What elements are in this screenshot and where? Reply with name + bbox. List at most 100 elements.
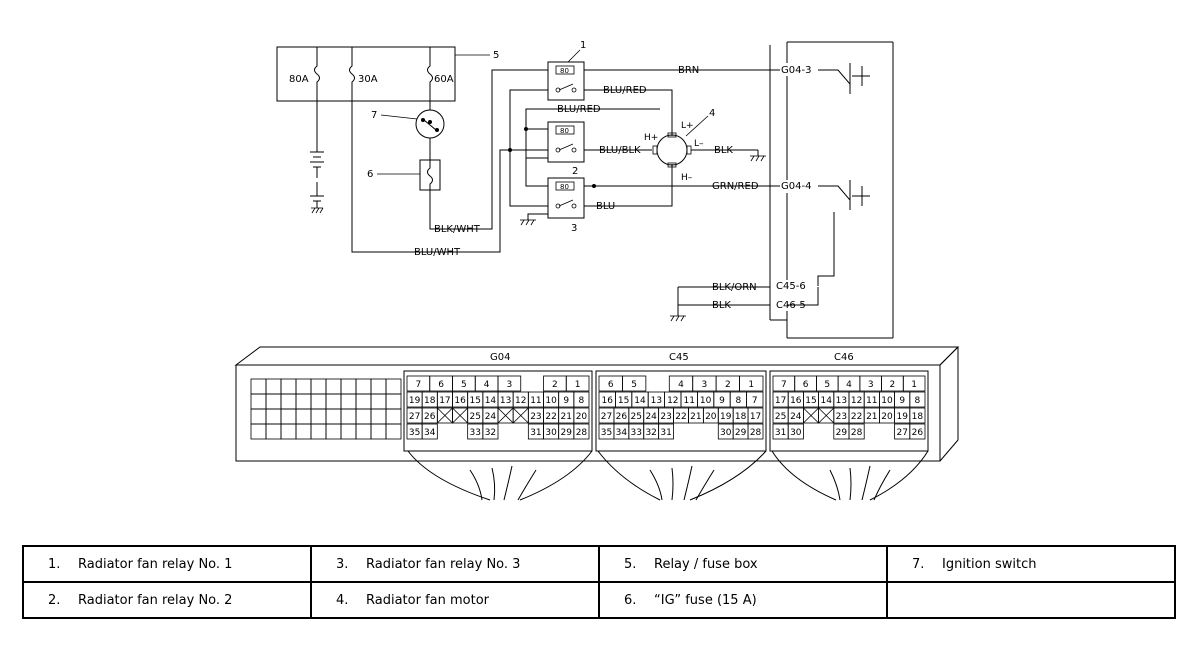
pin-label: 7 — [781, 380, 787, 390]
legend-cell — [886, 581, 1176, 619]
wiring-diagram: 80A 30A 60A 5 BLU/WHT 7 — [234, 40, 960, 501]
legend-text: Relay / fuse box — [654, 556, 758, 572]
pin-label: 23 — [836, 412, 847, 422]
pin-label: 23 — [660, 412, 671, 422]
callout-6: 6 — [367, 169, 373, 180]
pin-label: 12 — [515, 396, 526, 406]
wire-harness — [407, 450, 929, 501]
wire-label-blu-red-1: BLU/RED — [603, 85, 647, 96]
fuse-60a: 60A — [427, 47, 454, 101]
pin-label: 15 — [618, 396, 629, 406]
pin-label: 4 — [846, 380, 852, 390]
legend-text: “IG” fuse (15 A) — [654, 592, 757, 608]
pin-label: 33 — [470, 428, 481, 438]
pin-label: 7 — [416, 380, 422, 390]
pin-label: 1 — [575, 380, 581, 390]
legend-text: Radiator fan motor — [366, 592, 489, 608]
relay-1: 80 — [547, 61, 585, 101]
wire-label-blk-ecm: BLK — [712, 300, 731, 311]
pin-label: 18 — [424, 396, 436, 406]
motor-terminal-h-minus: H– — [681, 173, 693, 183]
wire-label-blk-wht: BLK/WHT — [434, 224, 481, 235]
pin-label: 6 — [608, 380, 614, 390]
pin-label: 22 — [851, 412, 862, 422]
pin-label: 22 — [675, 412, 686, 422]
pin-label: 29 — [735, 428, 747, 438]
callout-2: 2 — [572, 166, 578, 177]
pin-label: 21 — [561, 412, 572, 422]
legend-cell: 6. “IG” fuse (15 A) — [598, 581, 888, 619]
ecm-terminal-c45-6: C45-6 — [776, 281, 806, 292]
pin-label: 16 — [790, 396, 802, 406]
legend-row: 1.Radiator fan relay No. 1 3. Radiator fan… — [22, 545, 1176, 583]
pin-label: 6 — [803, 380, 809, 390]
legend-number: 5. — [624, 556, 637, 572]
pin-label: 26 — [912, 428, 924, 438]
pin-label: 31 — [660, 428, 671, 438]
pin-label: 19 — [409, 396, 421, 406]
pin-label: 34 — [616, 428, 628, 438]
radiator-fan-motor-symbol: H+ L+ L– H– — [644, 121, 704, 183]
pin-label: 4 — [678, 380, 684, 390]
pin-label: 31 — [775, 428, 786, 438]
callout-3: 3 — [571, 223, 577, 234]
pin-label: 30 — [545, 428, 557, 438]
pin-label: 29 — [561, 428, 573, 438]
legend-cell: 5. Relay / fuse box — [598, 545, 888, 583]
pin-label: 7 — [752, 396, 758, 406]
fuse-30a: 30A — [349, 47, 378, 101]
pin-label: 23 — [530, 412, 541, 422]
pin-label: 19 — [720, 412, 732, 422]
legend-number: 3. — [336, 556, 349, 572]
pin-label: 32 — [645, 428, 656, 438]
pin-label: 14 — [485, 396, 497, 406]
wire-label-blu-blk: BLU/BLK — [599, 145, 641, 156]
legend-text: Ignition switch — [942, 556, 1037, 572]
pin-label: 11 — [530, 396, 541, 406]
pin-label: 15 — [805, 396, 816, 406]
pin-label: 2 — [725, 380, 731, 390]
pin-label: 8 — [579, 396, 585, 406]
pin-label: 5 — [631, 380, 637, 390]
pin-label: 35 — [601, 428, 612, 438]
pin-label: 11 — [866, 396, 877, 406]
pin-label: 20 — [881, 412, 893, 422]
pin-label: 25 — [470, 412, 481, 422]
pin-label: 3 — [702, 380, 708, 390]
pin-label: 24 — [645, 412, 657, 422]
wire-label-blu-red-2: BLU/RED — [557, 104, 601, 115]
legend-cell: 4.Radiator fan motor — [310, 581, 600, 619]
pin-label: 8 — [736, 396, 742, 406]
transistor-2 — [818, 180, 870, 210]
pin-label: 20 — [576, 412, 588, 422]
legend-cell: 1.Radiator fan relay No. 1 — [22, 545, 312, 583]
ignition-switch-symbol — [415, 109, 445, 139]
motor-terminal-l-plus: L+ — [681, 121, 694, 131]
pin-label: 12 — [851, 396, 862, 406]
callout-4: 4 — [709, 108, 715, 119]
fuse-80a-label: 80A — [289, 74, 309, 85]
fuse-60a-label: 60A — [434, 74, 454, 85]
unused-connector-grid — [250, 378, 402, 440]
pin-label: 13 — [836, 396, 847, 406]
legend-number: 6. — [624, 592, 637, 608]
connector-c45-title: C45 — [669, 352, 689, 363]
ig-fuse-symbol — [419, 159, 441, 191]
legend-text: Radiator fan relay No. 2 — [78, 592, 233, 608]
connector-c46-title: C46 — [834, 352, 854, 363]
pin-label: 10 — [700, 396, 712, 406]
pin-label: 16 — [601, 396, 613, 406]
legend-text: Radiator fan relay No. 3 — [366, 556, 521, 572]
pin-label: 9 — [719, 396, 725, 406]
legend-cell: 7.Ignition switch — [886, 545, 1176, 583]
pin-label: 17 — [439, 396, 450, 406]
pin-label: 32 — [485, 428, 496, 438]
pin-label: 20 — [705, 412, 717, 422]
relay-3-mark: 80 — [560, 183, 569, 191]
legend-text: Radiator fan relay No. 1 — [78, 556, 233, 572]
pin-label: 27 — [896, 428, 907, 438]
pin-label: 14 — [820, 396, 832, 406]
pin-label: 35 — [409, 428, 420, 438]
